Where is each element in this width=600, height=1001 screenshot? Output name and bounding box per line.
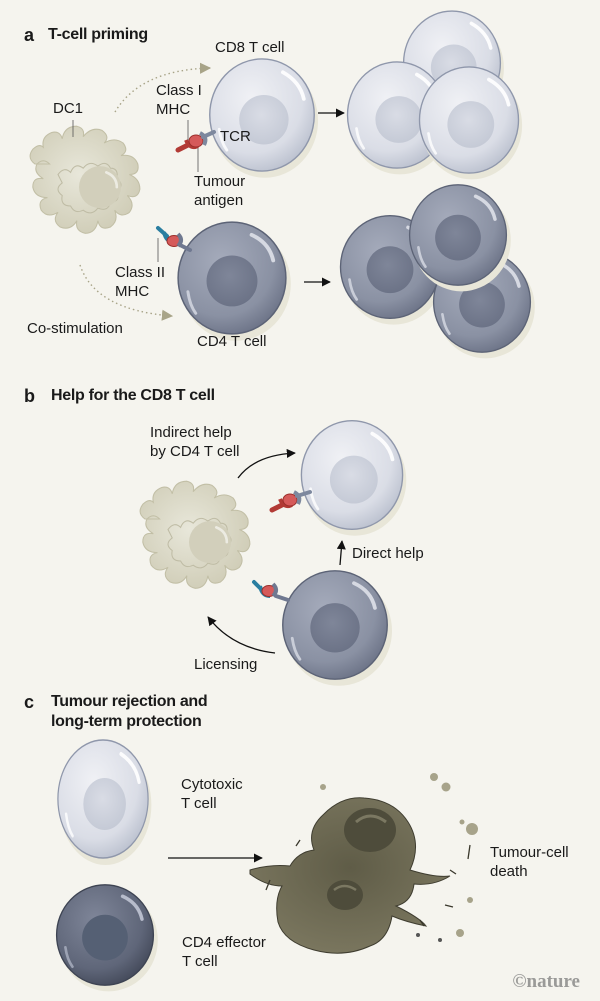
dc1-cell bbox=[138, 479, 252, 590]
tumour-antigen-icon bbox=[188, 134, 204, 148]
label-cytotoxic-t-cell: Cytotoxic T cell bbox=[181, 776, 243, 812]
label-cd4-effector-t-cell: CD4 effector T cell bbox=[182, 934, 266, 970]
cd4-t-cell bbox=[176, 220, 293, 343]
cytotoxic-t-cell bbox=[55, 738, 154, 867]
label-cd8-t-cell: CD8 T cell bbox=[215, 39, 285, 56]
nature-credit: ©nature bbox=[512, 971, 580, 992]
arrow-direct-help bbox=[336, 540, 346, 566]
panel-a-letter: a bbox=[24, 25, 35, 45]
label-cd4-t-cell: CD4 T cell bbox=[197, 333, 267, 350]
dying-tumour-cells bbox=[249, 773, 478, 954]
panel-b-title: Help for the CD8 T cell bbox=[51, 387, 215, 404]
mhc1-complex bbox=[269, 490, 312, 513]
label-class-ii-mhc: Class II MHC bbox=[115, 264, 166, 300]
label-dc1: DC1 bbox=[53, 100, 84, 117]
label-co-stimulation: Co-stimulation bbox=[27, 320, 123, 337]
panel-b-graphics bbox=[138, 418, 409, 688]
label-class-i-mhc: Class I MHC bbox=[156, 82, 202, 118]
panel-b-letter: b bbox=[24, 386, 35, 406]
panel-c-letter: c bbox=[24, 692, 35, 712]
cd4-t-cell bbox=[280, 568, 394, 688]
label-indirect-help: Indirect help by CD4 T cell bbox=[150, 424, 240, 460]
label-direct-help: Direct help bbox=[352, 545, 424, 562]
cd8-t-cell bbox=[299, 418, 409, 538]
panel-a-graphics bbox=[28, 9, 537, 361]
dotted-arrow-priming bbox=[114, 62, 212, 113]
panel-c-graphics bbox=[54, 738, 478, 994]
dotted-arrow-costimulation bbox=[79, 264, 174, 321]
cd4-effector-t-cell bbox=[54, 883, 160, 994]
mhc2-complex bbox=[252, 580, 290, 602]
label-licensing: Licensing bbox=[194, 656, 258, 673]
mhc1-complex bbox=[175, 130, 216, 153]
panel-c-title: Tumour rejection and long-term protectio… bbox=[51, 693, 208, 730]
dc1-cell bbox=[28, 124, 142, 235]
arrow-licensing bbox=[207, 616, 276, 654]
arrow-indirect-help bbox=[237, 448, 296, 479]
label-tcr: TCR bbox=[220, 128, 251, 145]
cd8-clone-cell bbox=[417, 65, 524, 182]
panel-a-title: T-cell priming bbox=[48, 26, 148, 43]
mhc2-complex bbox=[156, 226, 192, 252]
cd8-t-cell bbox=[207, 57, 320, 180]
label-tumour-cell-death: Tumour-cell death bbox=[490, 844, 569, 880]
label-tumour-antigen: Tumour antigen bbox=[194, 173, 246, 209]
